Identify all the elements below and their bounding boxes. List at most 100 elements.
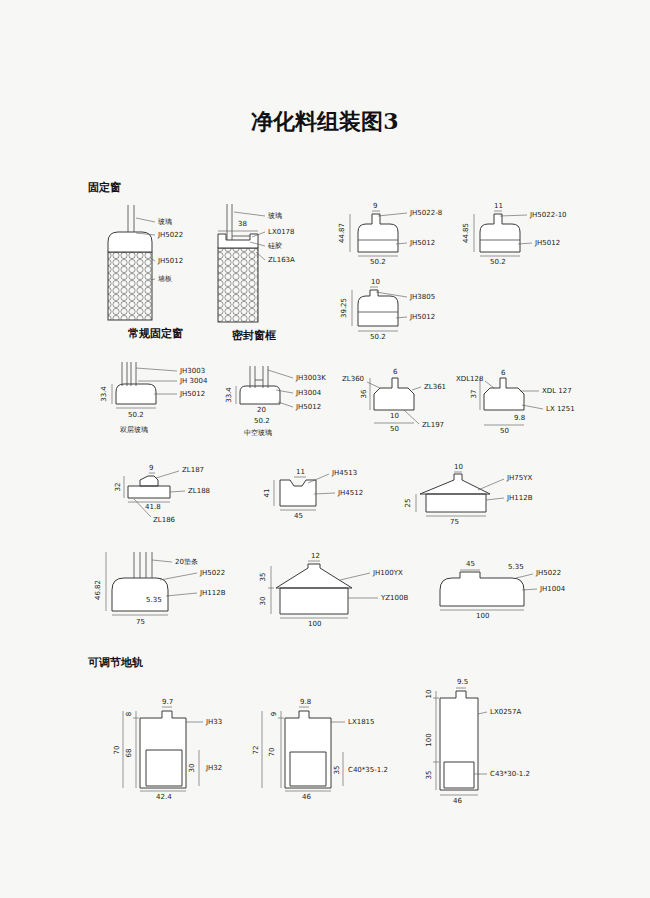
part-label: JH100YX [373, 569, 403, 577]
part-label: 46 [302, 793, 311, 801]
part-label: 75 [450, 518, 459, 526]
part-label: 50.2 [490, 258, 506, 266]
part-label: JH75YX [507, 474, 532, 482]
part-label: 9.7 [162, 698, 173, 706]
part-label: LX 1251 [546, 405, 575, 413]
dimension-label: 10 [425, 690, 433, 699]
part-label: JH5022 [200, 569, 225, 577]
part-label: 75 [136, 618, 145, 626]
dimension-label: 72 [252, 746, 260, 755]
part-label: 9.8 [514, 414, 525, 422]
part-label: JH112B [200, 589, 226, 597]
dimension-label: 39.25 [340, 298, 348, 318]
part-label: 50.2 [254, 417, 270, 425]
part-label: JH3805 [410, 293, 435, 301]
part-label: 9 [149, 464, 153, 472]
part-label: 50.2 [370, 333, 386, 341]
dimension-label: 30 [259, 597, 267, 606]
dimension-label: 8 [125, 712, 133, 716]
part-label: 10 [390, 412, 399, 420]
part-label: 50.2 [370, 258, 386, 266]
part-label: JH5022 [536, 569, 561, 577]
dimension-label: 46.82 [94, 580, 102, 600]
dimension-label: 35 [425, 771, 433, 780]
part-label: ZL360 [342, 375, 364, 383]
part-label: 6 [501, 369, 505, 377]
part-label: ZL186 [153, 516, 175, 524]
part-label: 硅胶 [268, 241, 282, 251]
dimension-label: 37 [470, 390, 478, 399]
dimension-label: 44.87 [338, 223, 346, 243]
part-label: 5.35 [508, 563, 524, 571]
dimension-label: 36 [360, 390, 368, 399]
profile-outline [108, 214, 524, 790]
dimension-label: 100 [425, 733, 433, 746]
part-label: 100 [308, 620, 321, 628]
part-label: 42.4 [156, 793, 172, 801]
dimension-label: 32 [114, 483, 122, 492]
section-heading: 可调节地轨 [88, 655, 143, 670]
part-label: 玻璃 [268, 211, 282, 221]
part-label: 11 [494, 202, 503, 210]
part-label: JH3003 [180, 367, 205, 375]
part-label: XDL 127 [542, 387, 572, 395]
part-label: 墙板 [158, 274, 172, 284]
leader-lines [134, 212, 543, 774]
wall-panel [218, 248, 258, 322]
part-label: JH5012 [410, 313, 435, 321]
dimension-label: 70 [268, 748, 276, 757]
part-label: 9.8 [300, 698, 311, 706]
page-title: 净化料组装图3 [0, 108, 650, 134]
part-label: 20垫条 [175, 557, 198, 567]
part-label: 50 [500, 427, 509, 435]
part-label: LX0178 [268, 228, 295, 236]
part-label: 双层玻璃 [120, 425, 148, 435]
part-label: 6 [393, 368, 397, 376]
part-label: 100 [476, 612, 489, 620]
dimension-label: 33.4 [225, 387, 233, 403]
part-label: JH33 [206, 718, 222, 726]
part-label: JH32 [206, 764, 222, 772]
part-label: 10 [454, 463, 463, 471]
glass-and-details [122, 204, 520, 578]
part-label: ZL187 [182, 466, 204, 474]
part-label: 5.35 [146, 596, 162, 604]
part-label: JH5012 [410, 239, 435, 247]
part-label: 45 [466, 560, 475, 568]
dimension-label: 25 [404, 499, 412, 508]
part-label: 46 [453, 797, 462, 805]
part-label: JH3003K [296, 374, 326, 382]
part-label: JH5012 [158, 257, 183, 265]
figure-caption: 常规固定窗 [128, 326, 183, 341]
wall-panel [108, 252, 152, 320]
part-label: ZL361 [424, 383, 446, 391]
dimension-label: 70 [113, 746, 121, 755]
part-label: JH5022-8 [410, 209, 442, 217]
part-label: 50 [390, 425, 399, 433]
part-label: C40*35-1.2 [348, 766, 388, 774]
dimension-label: 41 [263, 489, 271, 498]
part-label: JH1004 [540, 585, 565, 593]
part-label: 9.5 [457, 678, 468, 686]
dimension-lines [106, 211, 524, 795]
figure-caption: 密封窗框 [232, 328, 276, 343]
part-label: C43*30-1.2 [490, 770, 530, 778]
part-label: 45 [294, 512, 303, 520]
part-label: JH5012 [180, 390, 205, 398]
dimension-label: 35 [333, 766, 341, 775]
part-label: JH5022 [158, 231, 183, 239]
part-label: ZL197 [422, 421, 444, 429]
part-label: JH5012 [535, 239, 560, 247]
part-label: JH4513 [332, 469, 357, 477]
part-label: 50.2 [128, 411, 144, 419]
part-label: 9 [373, 202, 377, 210]
part-label: 10 [371, 278, 380, 286]
section-heading: 固定窗 [88, 180, 121, 195]
dimension-label: 35 [259, 573, 267, 582]
dimension-label: 9 [270, 712, 278, 716]
dimension-label: 30 [188, 764, 196, 773]
part-label: 11 [296, 468, 305, 476]
part-label: JH5022-10 [530, 211, 567, 219]
dimension-label: 68 [125, 749, 133, 758]
